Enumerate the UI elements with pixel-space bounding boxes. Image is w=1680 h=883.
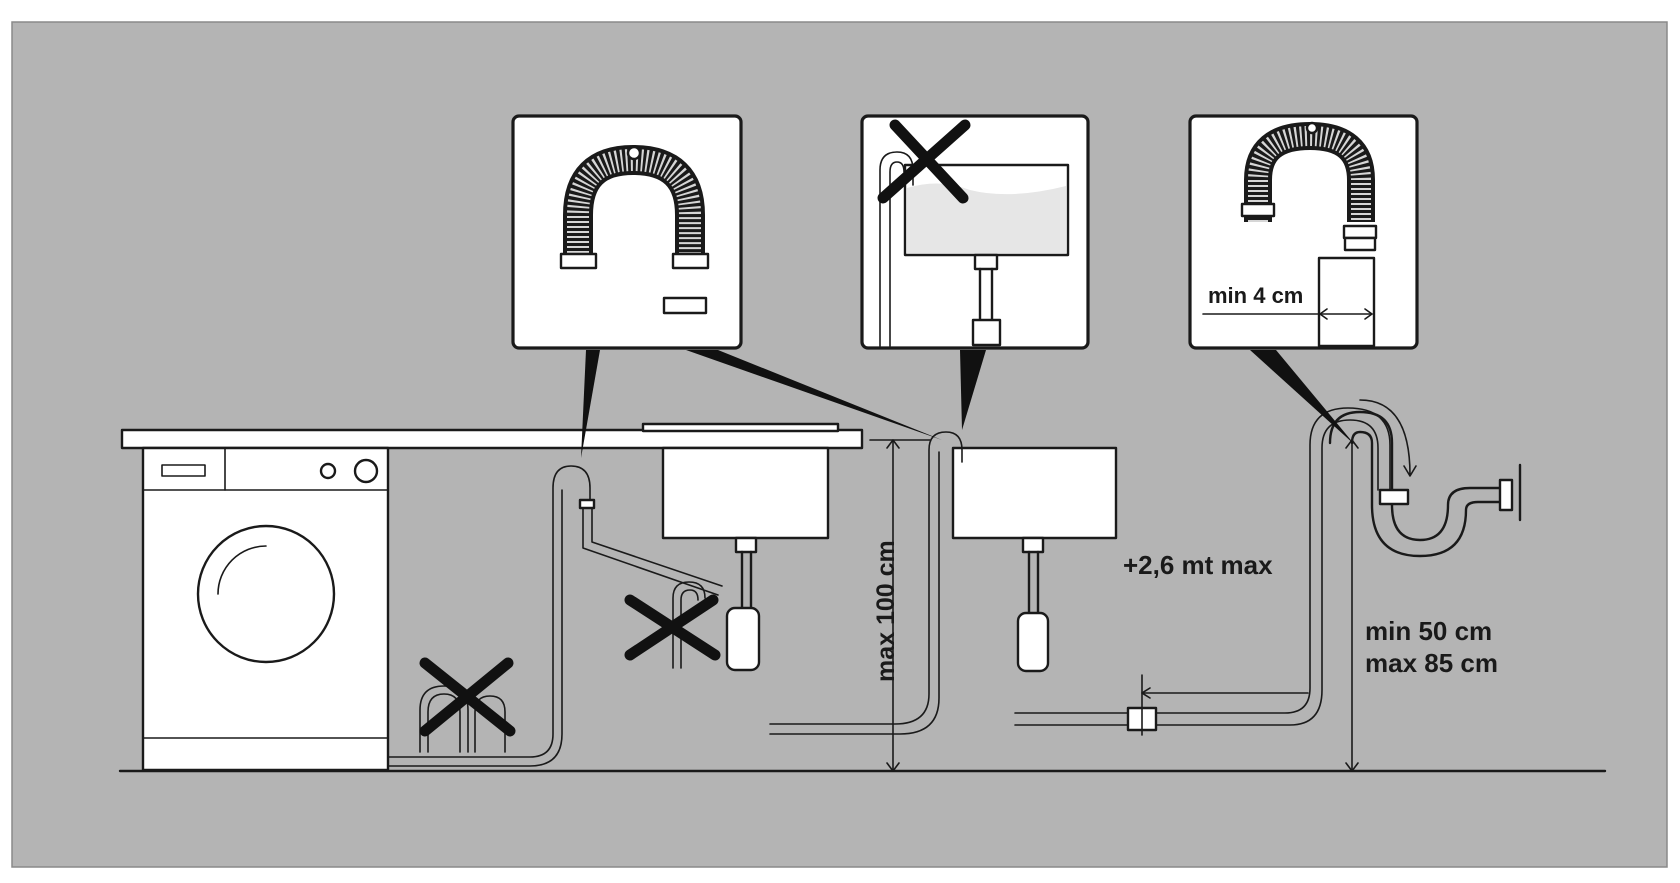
hose-hook-icon: [1240, 121, 1378, 252]
hose-clip-1: [578, 498, 596, 510]
sink-2: [951, 446, 1118, 673]
drain-hose-to-siphon: [582, 507, 723, 596]
callout-pointer-2: [686, 350, 942, 440]
callout-pointer-4: [1250, 350, 1355, 445]
prohibited-icon: [877, 119, 971, 204]
min-height-label: min 50 cm: [1365, 616, 1492, 646]
wall-siphon: [1328, 410, 1522, 558]
drain-hose-1: [387, 465, 591, 767]
callout-pointer-1: [581, 350, 600, 458]
extension-label: +2,6 mt max: [1123, 550, 1273, 580]
wrong-siphon-loop: [672, 581, 706, 669]
callout-pointer-3: [960, 350, 986, 430]
countertop-sink-rim: [641, 422, 840, 433]
countertop: [120, 428, 864, 450]
correct-hook-panel-2: min 4 cm: [1188, 114, 1419, 350]
correct-hook-panel-1: [511, 114, 743, 350]
max-height-label: max 100 cm: [872, 540, 900, 682]
max-height-range-label: max 85 cm: [1365, 648, 1498, 678]
hose-hook-icon: [559, 144, 710, 315]
gap-arrow: [1359, 399, 1417, 477]
drain-hose-2: [769, 431, 963, 735]
wrong-panel: [860, 114, 1090, 350]
min-gap-label: min 4 cm: [1208, 283, 1303, 308]
drain-hose-3: [1014, 407, 1391, 726]
sink-1: [661, 446, 830, 672]
washing-machine: [141, 446, 390, 772]
cross-icon: [419, 657, 516, 737]
cross-icon: [624, 594, 721, 661]
